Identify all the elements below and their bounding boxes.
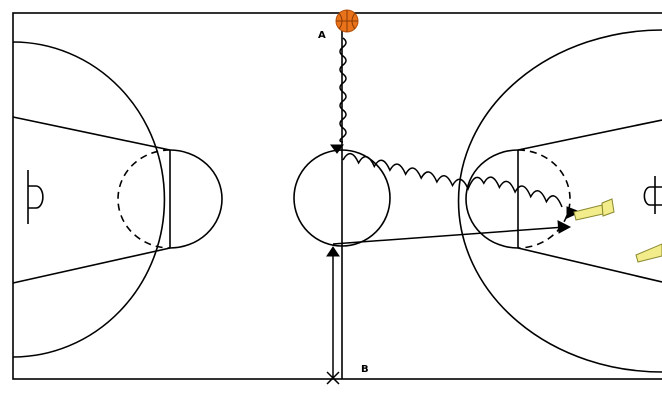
arrowhead-b-up bbox=[326, 246, 340, 257]
right-ft-circle-solid bbox=[465, 149, 519, 249]
basketball-icon bbox=[335, 9, 359, 33]
left-ft-circle-solid bbox=[169, 149, 223, 249]
player-b-start-mark bbox=[326, 371, 340, 385]
player-a-dribble-drive bbox=[342, 152, 563, 208]
right-rim bbox=[643, 186, 662, 206]
arrowheads bbox=[326, 144, 582, 257]
left-lane-bottom bbox=[12, 247, 171, 284]
court-lines bbox=[12, 12, 662, 380]
cone-icon bbox=[573, 198, 615, 221]
arrowhead-a-down bbox=[330, 144, 344, 154]
cone-icon bbox=[635, 243, 662, 263]
right-three-point-arc bbox=[457, 29, 662, 373]
right-lane-top bbox=[517, 119, 662, 151]
center-circle bbox=[293, 149, 391, 247]
arrowhead-b-drive bbox=[557, 220, 572, 234]
left-rim bbox=[28, 185, 44, 209]
right-ft-circle-dashed bbox=[517, 149, 571, 249]
left-lane-top bbox=[12, 116, 171, 151]
player-b-label: B bbox=[361, 364, 369, 375]
left-three-point-arc bbox=[12, 41, 166, 358]
left-ft-circle-dashed bbox=[117, 149, 171, 249]
player-b-drive-path bbox=[332, 226, 566, 245]
court-boundary bbox=[12, 12, 662, 380]
arrowhead-a-drive bbox=[566, 206, 582, 219]
right-lane-bottom bbox=[517, 247, 662, 283]
player-a-dribble-path bbox=[339, 37, 347, 143]
play-paths bbox=[332, 37, 566, 378]
player-a-label: A bbox=[318, 30, 326, 41]
